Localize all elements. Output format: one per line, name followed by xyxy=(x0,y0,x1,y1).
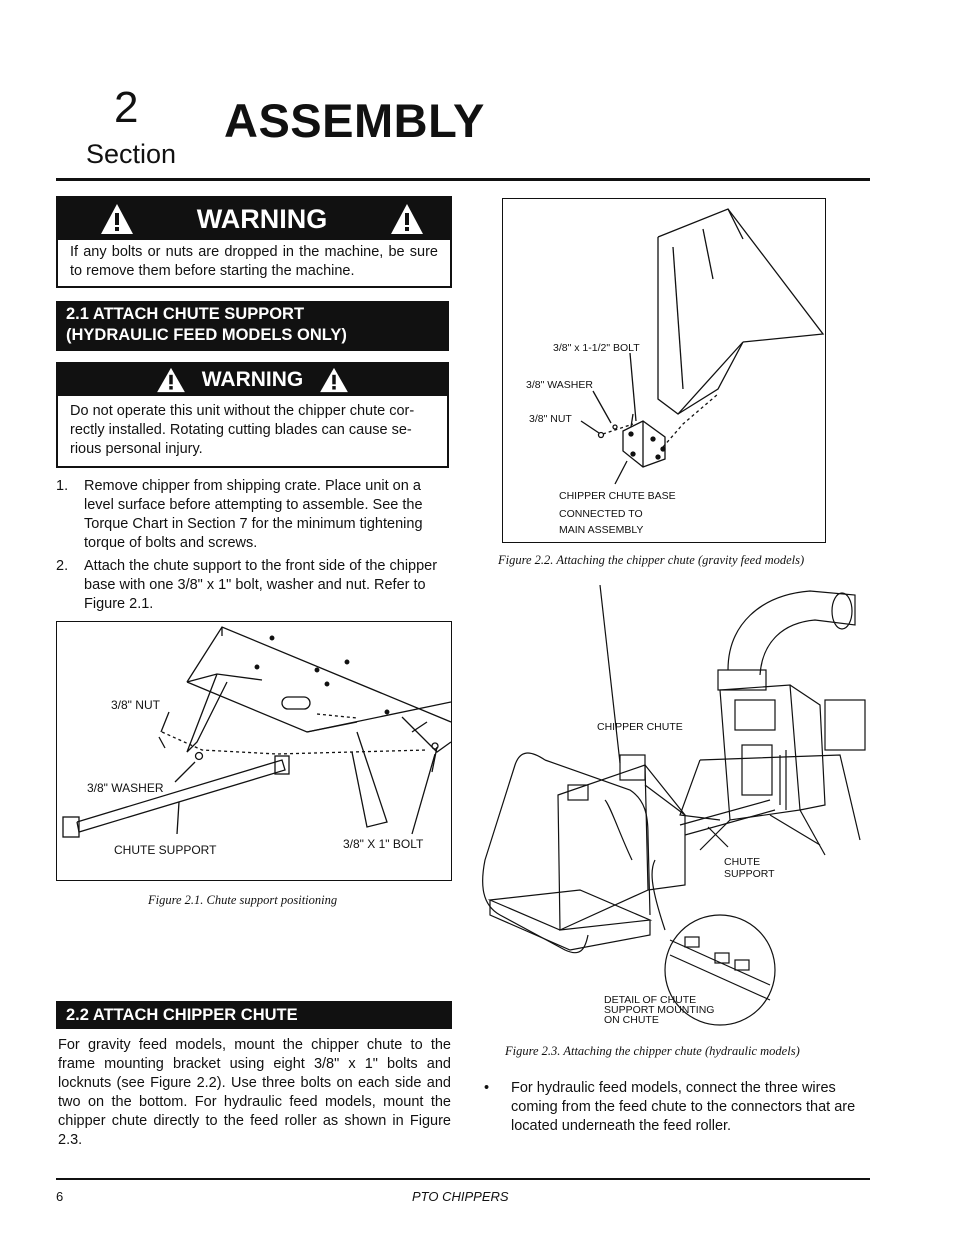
step-text: Attach the chute support to the front si… xyxy=(84,558,438,612)
label-nut: 3/8" NUT xyxy=(111,698,160,712)
label-chute-support: CHUTE SUPPORT xyxy=(114,843,217,857)
footer-rule xyxy=(56,1178,870,1180)
warning-heading-1: WARNING xyxy=(196,203,328,234)
warning-heading-2: WARNING xyxy=(201,368,304,391)
page-title: ASSEMBLY xyxy=(224,94,485,147)
label-detail-1: DETAIL OF CHUTE xyxy=(604,994,697,1006)
list-item: 2. Attach the chute support to the front… xyxy=(56,557,449,614)
page-number: 6 xyxy=(56,1189,64,1204)
label-chute-support-1: CHUTE xyxy=(724,856,761,868)
section-2-2-text: For gravity feed models, mount the chipp… xyxy=(58,1037,451,1148)
section-2-1-heading-line1: 2.1 ATTACH CHUTE SUPPORT xyxy=(66,305,305,323)
label-detail-2: SUPPORT MOUNTING xyxy=(604,1004,715,1016)
bullet-mark: • xyxy=(484,1080,490,1096)
label-chipper-chute: CHIPPER CHUTE xyxy=(597,721,683,733)
label-base-line3: MAIN ASSEMBLY xyxy=(559,524,644,536)
section-number: 2 xyxy=(114,83,139,132)
warning-text-1: If any bolts or nuts are dropped in the … xyxy=(70,244,438,279)
header-rule xyxy=(56,178,870,181)
step-number: 2. xyxy=(56,558,69,574)
warning-triangle-icon xyxy=(391,204,423,234)
figure-2-2: 3/8" x 1-1/2" BOLT 3/8" WASHER 3/8" NUT … xyxy=(502,198,826,543)
figure-2-1: 3/8" NUT 3/8" WASHER CHUTE SUPPORT 3/8" … xyxy=(56,621,452,881)
warning-box-1: WARNING If any bolts or nuts are dropped… xyxy=(56,196,452,288)
warning-triangle-icon xyxy=(156,367,185,393)
gravity-chute-illustration xyxy=(580,208,825,485)
warning-box-2: WARNING Do not operate this unit without… xyxy=(56,362,449,468)
label-base-line1: CHIPPER CHUTE BASE xyxy=(559,490,676,502)
label-bolt: 3/8" x 1-1/2" BOLT xyxy=(553,342,640,354)
footer-title: PTO CHIPPERS xyxy=(412,1189,509,1204)
figure-2-1-caption: Figure 2.1. Chute support positioning xyxy=(148,893,338,907)
bullet-text: For hydraulic feed models, connect the t… xyxy=(511,1080,856,1134)
label-bolt: 3/8" X 1" BOLT xyxy=(343,837,424,851)
assembly-steps: 1. Remove chipper from shipping crate. P… xyxy=(56,477,449,618)
warning-header-1: WARNING xyxy=(58,198,450,240)
section-2-1-heading: 2.1 ATTACH CHUTE SUPPORT (HYDRAULIC FEED… xyxy=(56,301,449,351)
step-text: Remove chipper from shipping crate. Plac… xyxy=(84,478,423,551)
section-2-1-heading-line2: (HYDRAULIC FEED MODELS ONLY) xyxy=(66,326,347,344)
figure-2-3: CHIPPER CHUTE CHUTE SUPPORT DETAIL OF CH… xyxy=(470,585,870,1030)
warning-triangle-icon xyxy=(320,367,349,393)
section-label: Section xyxy=(86,139,177,169)
label-base-line2: CONNECTED TO xyxy=(559,508,643,520)
label-chute-support-2: SUPPORT xyxy=(724,868,775,880)
step-number: 1. xyxy=(56,478,69,494)
list-item: 1. Remove chipper from shipping crate. P… xyxy=(56,477,449,553)
figure-2-3-caption: Figure 2.3. Attaching the chipper chute … xyxy=(505,1044,800,1058)
label-washer: 3/8" WASHER xyxy=(526,379,593,391)
label-detail-3: ON CHUTE xyxy=(604,1014,659,1026)
warning-text-2: Do not operate this unit without the chi… xyxy=(70,403,415,457)
warning-triangle-icon xyxy=(101,204,133,234)
label-washer: 3/8" WASHER xyxy=(87,781,164,795)
chute-support-illustration xyxy=(62,626,451,838)
figure-2-2-caption: Figure 2.2. Attaching the chipper chute … xyxy=(498,553,805,567)
hydraulic-chipper-illustration xyxy=(482,585,866,1026)
warning-header-2: WARNING xyxy=(58,364,447,396)
label-nut: 3/8" NUT xyxy=(529,413,572,425)
section-2-2-heading: 2.2 ATTACH CHIPPER CHUTE xyxy=(56,1001,452,1029)
